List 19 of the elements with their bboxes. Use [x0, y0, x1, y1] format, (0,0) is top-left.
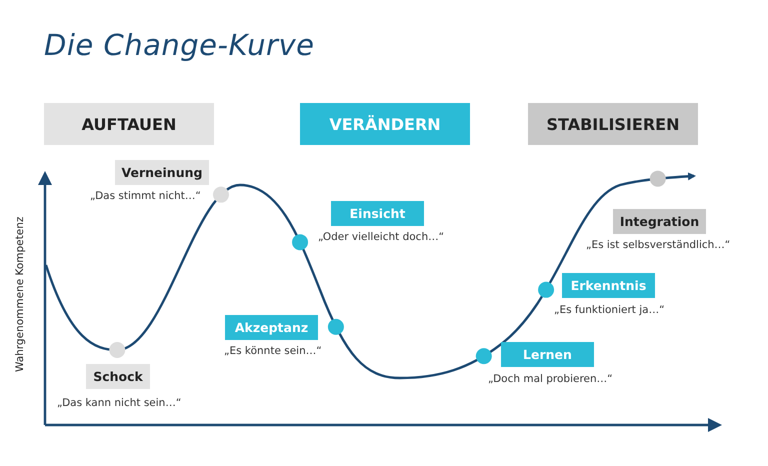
stage-label: Schock — [86, 364, 150, 389]
quote: „Das stimmt nicht…“ — [90, 190, 201, 202]
stage-label: Akzeptanz — [225, 315, 318, 340]
quote: „Es könnte sein…“ — [224, 345, 322, 357]
quote: „Es funktioniert ja…“ — [554, 304, 665, 316]
quote: „Es ist selbsverständlich…“ — [586, 239, 730, 251]
title: Die Change-Kurve — [44, 28, 314, 62]
stage-label: Erkenntnis — [562, 273, 655, 298]
axis-title: Wahrgenommene Kompetenz — [14, 216, 26, 372]
quote: „Oder vielleicht doch…“ — [318, 231, 444, 243]
phase-label: AUFTAUEN — [44, 103, 214, 145]
quote: „Das kann nicht sein…“ — [57, 397, 182, 409]
stage-label: Integration — [613, 209, 706, 234]
stage-label: Einsicht — [331, 201, 424, 226]
stage-label: Verneinung — [115, 160, 209, 185]
stage-label: Lernen — [501, 342, 594, 367]
phase-label: STABILISIEREN — [528, 103, 698, 145]
quote: „Doch mal probieren…“ — [488, 373, 613, 385]
phase-label: VERÄNDERN — [300, 103, 470, 145]
